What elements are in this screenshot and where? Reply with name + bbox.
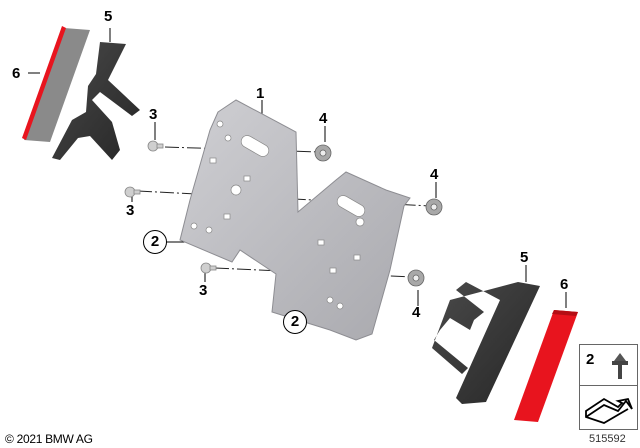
reflector-holder-bottom-right <box>432 282 540 404</box>
callout-3[interactable]: 3 <box>149 106 158 123</box>
callout-1[interactable]: 1 <box>256 85 265 102</box>
arrow-symbol-icon <box>585 397 633 424</box>
reflector-holder-top-left <box>52 42 140 160</box>
callout-2[interactable]: 2 <box>283 310 307 334</box>
legend-rivet-cell: 2 <box>580 345 637 386</box>
license-plate-bracket <box>179 99 411 341</box>
reflector-bottom-right <box>514 310 578 422</box>
callout-5[interactable]: 5 <box>104 8 113 25</box>
callout-3[interactable]: 3 <box>199 282 208 299</box>
callout-6[interactable]: 6 <box>560 276 569 293</box>
callout-2[interactable]: 2 <box>143 230 167 254</box>
legend-box: 2 <box>579 344 638 430</box>
document-number: 515592 <box>589 433 626 445</box>
callout-6[interactable]: 6 <box>12 65 21 82</box>
screws <box>124 140 217 274</box>
callout-4[interactable]: 4 <box>319 110 328 127</box>
callout-5[interactable]: 5 <box>520 249 529 266</box>
callout-3[interactable]: 3 <box>126 202 135 219</box>
copyright-text: © 2021 BMW AG <box>5 432 93 446</box>
callout-4[interactable]: 4 <box>430 166 439 183</box>
rivet-icon <box>612 353 628 379</box>
nuts <box>314 144 443 287</box>
callout-4[interactable]: 4 <box>412 304 421 321</box>
legend-number: 2 <box>586 351 595 368</box>
reflector-top-left <box>22 26 90 142</box>
